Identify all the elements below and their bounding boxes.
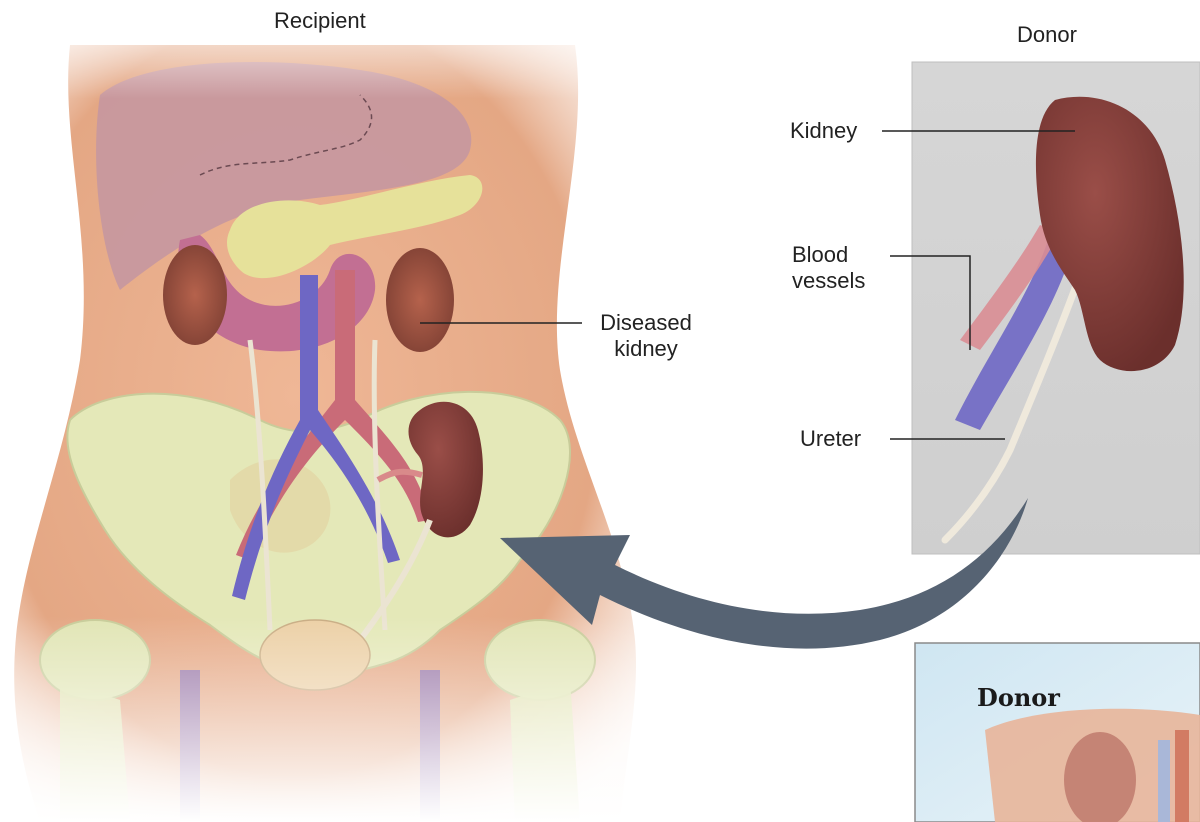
donor-inset xyxy=(915,643,1200,822)
inset-vessel-red xyxy=(1175,730,1189,822)
kidney-label: Kidney xyxy=(790,118,857,144)
ureter-label: Ureter xyxy=(800,426,861,452)
recipient-figure xyxy=(0,0,660,822)
diseased-kidney-label: Diseased kidney xyxy=(580,310,712,362)
donor-panel xyxy=(912,62,1200,554)
blood-vessels-label-line1: Blood xyxy=(792,242,865,268)
donor-label: Donor xyxy=(1017,22,1077,48)
diseased-kidney-label-line2: kidney xyxy=(580,336,712,362)
inset-vessel-blue xyxy=(1158,740,1170,822)
blood-vessels-label: Blood vessels xyxy=(792,242,865,294)
diseased-kidney-label-line1: Diseased xyxy=(580,310,712,336)
blood-vessels-label-line2: vessels xyxy=(792,268,865,294)
top-fade xyxy=(0,0,660,822)
recipient-label: Recipient xyxy=(274,8,366,34)
inset-donor-title: Donor xyxy=(977,683,1060,712)
